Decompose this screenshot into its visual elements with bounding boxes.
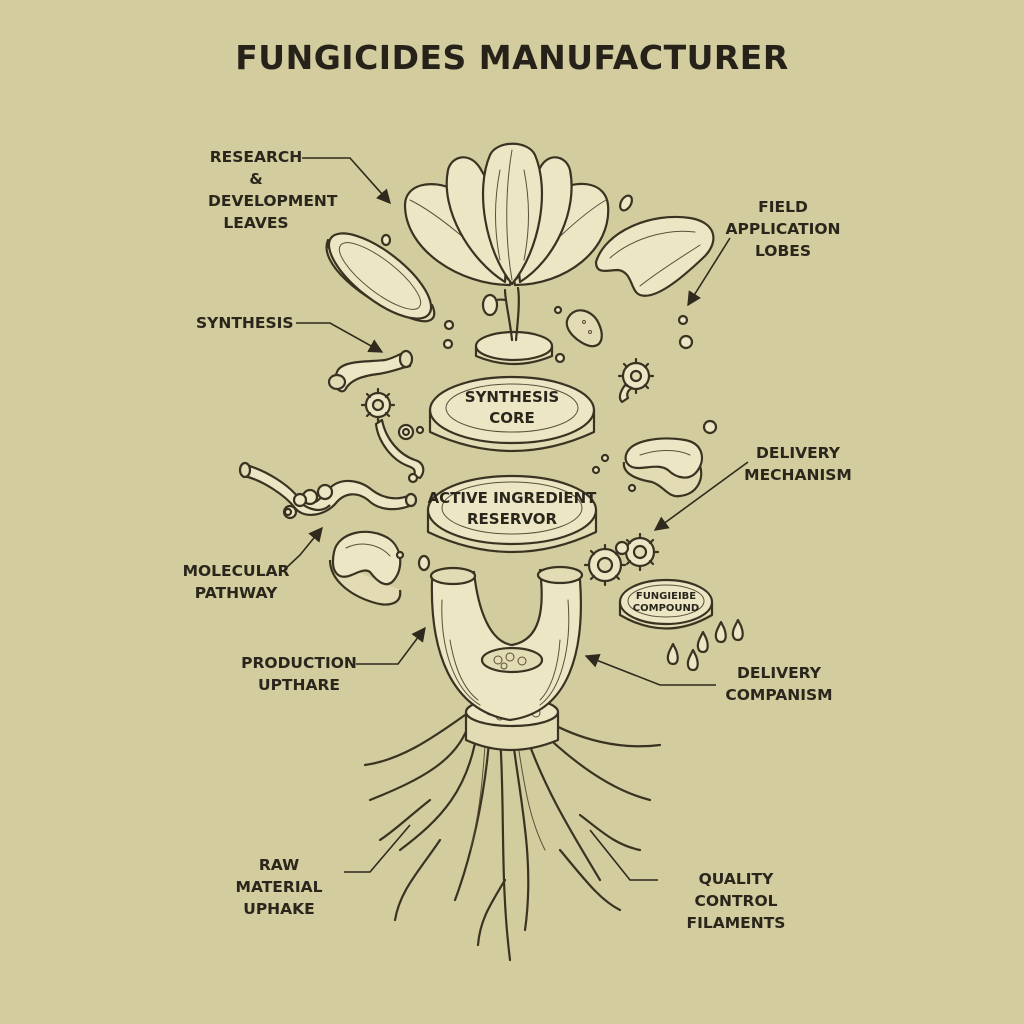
synthesis-core-disc: SYNTHESIS CORE [428, 375, 596, 453]
delivery-gears [583, 532, 660, 587]
delivery-mechanism-lobe [622, 437, 703, 498]
compound-label-line1: FUNGIEIBE [636, 591, 696, 602]
label-delivery-mechanism: DELIVERY MECHANISM [744, 444, 852, 484]
compound-label-line2: COMPOUND [633, 603, 699, 614]
floating-spores [283, 194, 718, 572]
left-lobe-slice [325, 232, 436, 323]
delivery-droplets [666, 618, 744, 672]
leader-lines [283, 157, 749, 881]
molecular-lobe [328, 530, 402, 606]
label-production-upthare: PRODUCTION UPTHARE [241, 654, 357, 694]
synthesis-core-line2: CORE [489, 409, 535, 427]
label-delivery-companism: DELIVERY COMPANISM [725, 664, 833, 704]
synthesis-bean [565, 309, 603, 348]
reservoir-label-line2: RESERVOR [467, 510, 557, 528]
quality-control-roots [363, 713, 662, 962]
synthesis-core-line1: SYNTHESIS [465, 388, 559, 406]
label-research-leaves: RESEARCH & DEVELOPMENT LEAVES [208, 148, 338, 232]
left-gear-assembly [360, 387, 425, 480]
upper-right-gear [617, 357, 655, 404]
diagram-title: FUNGICIDES MANUFACTURER [235, 38, 789, 77]
field-application-lobe [594, 215, 715, 297]
synthesis-tube [327, 349, 414, 393]
fungicide-compound-disc: FUNGIEIBE COMPOUND [618, 578, 714, 630]
label-raw-material: RAW MATERIAL UPHAKE [235, 856, 323, 918]
production-stem-section [429, 565, 584, 722]
active-ingredient-reservoir-disc: ACTIVE INGREDIENT RESERVOR [426, 474, 598, 554]
label-synthesis: SYNTHESIS [196, 314, 294, 332]
label-molecular-pathway: MOLECULAR PATHWAY [182, 562, 290, 602]
label-quality-control: QUALITY CONTROL FILAMENTS [686, 870, 786, 932]
reservoir-label-line1: ACTIVE INGREDIENT [428, 489, 598, 507]
research-leaves-sprout [403, 142, 610, 366]
label-field-application-lobes: FIELD APPLICATION LOBES [725, 198, 841, 260]
molecular-pathway-tubes [238, 461, 418, 520]
